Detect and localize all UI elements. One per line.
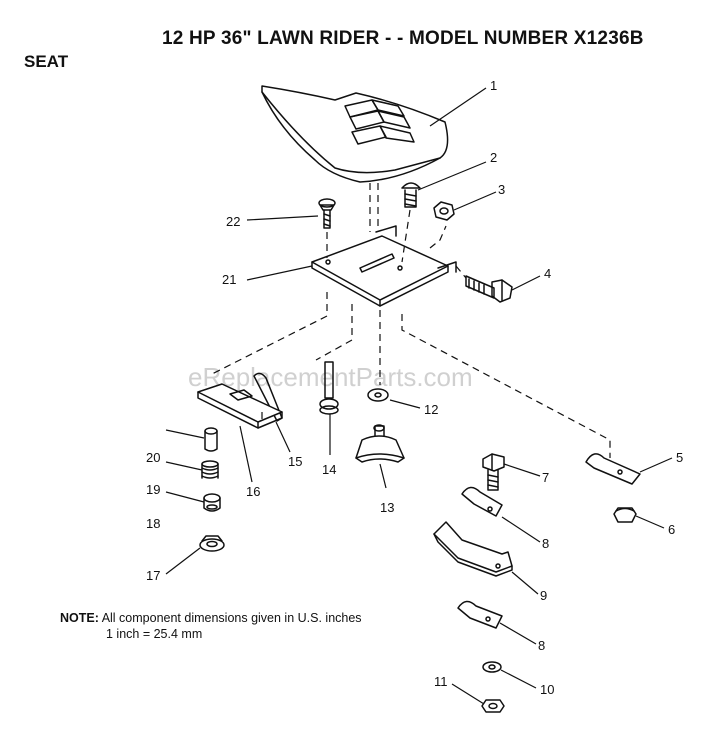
callout-1: 1 — [490, 78, 497, 93]
callout-3: 3 — [498, 182, 505, 197]
dimension-note: NOTE: All component dimensions given in … — [60, 610, 362, 642]
part-13-bumper — [355, 424, 405, 463]
part-18-bushing — [203, 493, 221, 512]
callout-22: 22 — [226, 214, 240, 229]
part-2-carriage-bolt — [401, 182, 421, 208]
part-14-bolt — [319, 361, 339, 415]
leader-lines — [165, 87, 673, 705]
callout-10: 10 — [540, 682, 554, 697]
part-11-nut — [481, 699, 505, 713]
diagram-title: 12 HP 36" LAWN RIDER - - MODEL NUMBER X1… — [162, 28, 644, 49]
part-12-washer — [367, 388, 389, 402]
callout-9: 9 — [540, 588, 547, 603]
assembly-lines — [209, 183, 611, 458]
watermark: eReplacementParts.com — [188, 362, 473, 392]
callout-2: 2 — [490, 150, 497, 165]
callout-16: 16 — [246, 484, 260, 499]
callout-numbers: 1 2 3 4 5 6 7 8 9 8 10 11 12 13 14 15 16… — [146, 78, 683, 697]
callout-5: 5 — [676, 450, 683, 465]
note-label: NOTE: — [60, 611, 99, 625]
callout-21: 21 — [222, 272, 236, 287]
callout-11: 11 — [434, 674, 448, 689]
part-19-spring — [201, 460, 219, 479]
callout-7: 7 — [542, 470, 549, 485]
note-line-1: NOTE: All component dimensions given in … — [60, 610, 362, 626]
part-17-flange-nut — [199, 535, 225, 552]
callout-15: 15 — [288, 454, 302, 469]
callout-12: 12 — [424, 402, 438, 417]
part-9-mounting-bracket — [433, 521, 513, 577]
part-7-hex-bolt — [482, 453, 505, 491]
callout-14: 14 — [322, 462, 336, 477]
callout-6: 6 — [668, 522, 675, 537]
callout-17: 17 — [146, 568, 160, 583]
callout-19: 19 — [146, 482, 160, 497]
callout-20: 20 — [146, 450, 160, 465]
callout-8-lower: 8 — [538, 638, 545, 653]
part-3-hex-nut — [433, 201, 455, 221]
part-8-clamp-lower — [457, 600, 503, 629]
callout-18: 18 — [146, 516, 160, 531]
part-5-clamp — [585, 453, 641, 485]
part-6-nut — [613, 507, 637, 523]
part-4-hex-bolt — [465, 275, 513, 303]
callout-4: 4 — [544, 266, 551, 281]
part-20-spacer — [204, 427, 218, 452]
part-seat — [261, 85, 449, 183]
part-21-seat-plate — [311, 225, 457, 307]
section-label: SEAT — [24, 52, 69, 71]
callout-13: 13 — [380, 500, 394, 515]
note-text-1: All component dimensions given in U.S. i… — [101, 611, 362, 625]
callout-8-upper: 8 — [542, 536, 549, 551]
part-10-washer — [482, 661, 502, 673]
part-8-clamp-upper — [461, 486, 503, 517]
part-16-bracket — [197, 383, 283, 429]
note-text-2: 1 inch = 25.4 mm — [106, 627, 203, 641]
part-22-carriage-bolt — [318, 198, 336, 229]
